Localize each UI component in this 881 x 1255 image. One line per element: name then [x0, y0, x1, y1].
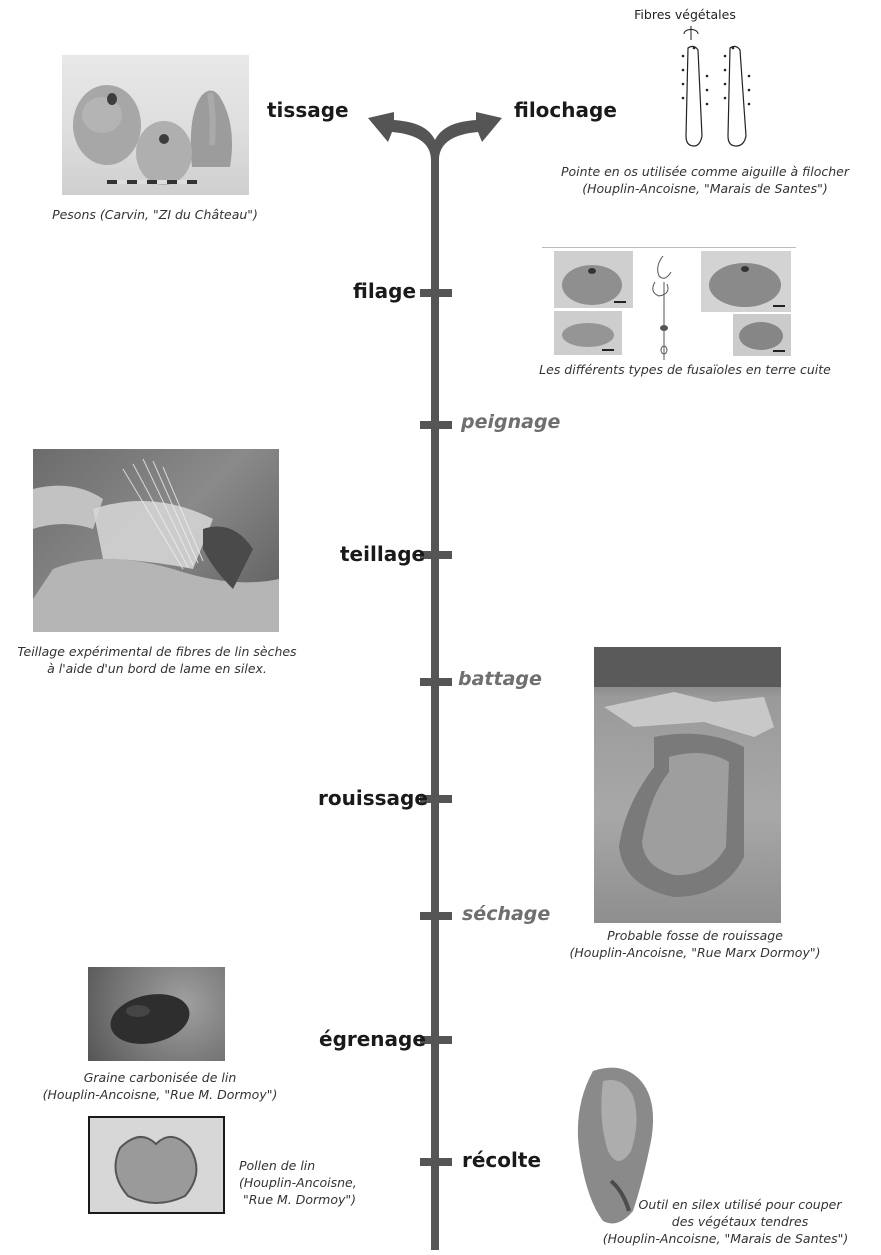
pollen-caption-3: "Rue M. Dormoy") — [243, 1192, 357, 1207]
fusaioles-divider — [542, 247, 796, 248]
spindle-drawing — [652, 255, 672, 360]
bone-needle-drawing — [681, 26, 751, 147]
stage-filochage: filochage — [514, 98, 617, 122]
fusaiole-photo-1 — [554, 251, 633, 308]
fosse-photo — [594, 647, 781, 923]
tick-filage — [420, 289, 452, 297]
outil-caption-3: (Houplin-Ancoisne, "Marais de Santes") — [602, 1231, 849, 1246]
tick-egrenage — [420, 1036, 452, 1044]
pollen-caption-1: Pollen de lin — [239, 1158, 316, 1173]
teillage-caption-2: à l'aide d'un bord de lame en silex. — [47, 661, 267, 676]
pointe-caption-1: Pointe en os utilisée comme aiguille à f… — [560, 164, 850, 179]
stage-rouissage: rouissage — [318, 786, 428, 810]
fusaiole-photo-3 — [554, 311, 622, 355]
stage-recolte: récolte — [462, 1148, 542, 1172]
fusaiole-photo-4 — [733, 314, 791, 356]
outil-caption-1: Outil en silex utilisé pour couper — [638, 1197, 842, 1212]
pollen-caption-2: (Houplin-Ancoisne, — [239, 1175, 357, 1190]
outil-photo — [563, 1061, 667, 1231]
fusaioles-caption: Les différents types de fusaïoles en ter… — [539, 362, 831, 377]
teillage-photo — [33, 449, 279, 632]
tick-peignage — [420, 421, 452, 429]
stage-tissage: tissage — [267, 98, 349, 122]
stage-sechage: séchage — [462, 903, 551, 925]
graine-caption-1: Graine carbonisée de lin — [83, 1070, 237, 1085]
stage-peignage: peignage — [461, 411, 561, 433]
pollen-photo — [88, 1116, 225, 1214]
tick-teillage — [420, 551, 452, 559]
tick-recolte — [420, 1158, 452, 1166]
stage-egrenage: égrenage — [319, 1027, 426, 1051]
stage-teillage: teillage — [340, 542, 426, 566]
fibres-label: Fibres végétales — [634, 7, 736, 22]
graine-photo — [88, 967, 225, 1061]
tick-sechage — [420, 912, 452, 920]
fosse-caption-1: Probable fosse de rouissage — [607, 928, 783, 943]
fosse-caption-2: (Houplin-Ancoisne, "Rue Marx Dormoy") — [569, 945, 821, 960]
outil-caption-2: des végétaux tendres — [671, 1214, 809, 1229]
pesons-photo — [62, 55, 249, 195]
teillage-caption-1: Teillage expérimental de fibres de lin s… — [17, 644, 297, 659]
fusaiole-photo-2 — [701, 251, 791, 312]
tick-rouissage — [420, 795, 452, 803]
stage-filage: filage — [353, 279, 417, 303]
pesons-caption: Pesons (Carvin, "ZI du Château") — [52, 207, 258, 222]
tick-battage — [420, 678, 452, 686]
stage-battage: battage — [458, 668, 542, 690]
timeline — [368, 112, 502, 1250]
graine-caption-2: (Houplin-Ancoisne, "Rue M. Dormoy") — [42, 1087, 278, 1102]
pointe-caption-2: (Houplin-Ancoisne, "Marais de Santes") — [582, 181, 828, 196]
